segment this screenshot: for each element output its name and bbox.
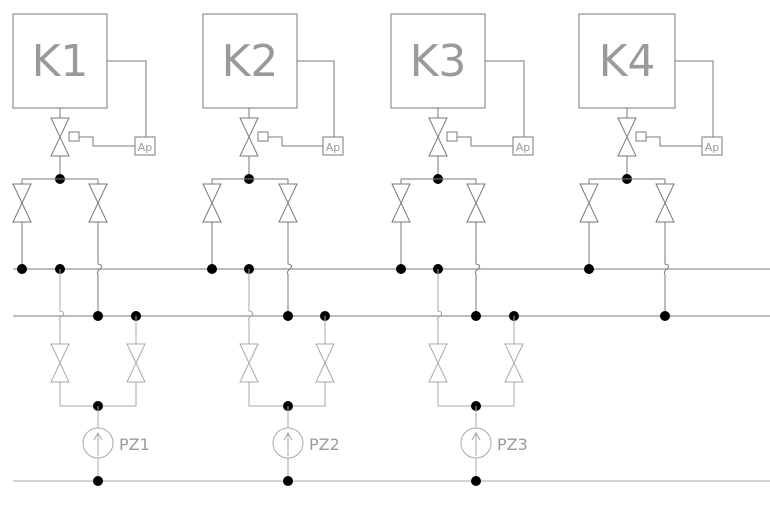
pump-arrow-icon — [283, 431, 293, 456]
crossover-pipe — [96, 222, 103, 316]
actuator-icon — [257, 131, 269, 142]
shutoff-valve-icon[interactable] — [391, 183, 411, 223]
shutoff-valve-icon[interactable] — [239, 343, 259, 383]
sensor-label: Ap — [326, 141, 341, 154]
tank-label: K1 — [32, 36, 89, 87]
control-valve-icon[interactable] — [428, 117, 448, 157]
junction-node — [471, 476, 481, 486]
pump-arrow-icon — [471, 431, 481, 456]
crossover-pipe — [436, 269, 443, 344]
junction-node — [660, 311, 670, 321]
shutoff-valve-icon[interactable] — [504, 343, 524, 383]
shutoff-valve-icon[interactable] — [126, 343, 146, 383]
pump-label: PZ3 — [497, 435, 528, 454]
control-valve-icon[interactable] — [617, 117, 637, 157]
shutoff-valve-icon[interactable] — [655, 183, 675, 223]
actuator-signal-line — [268, 136, 323, 147]
actuator-icon — [68, 131, 80, 142]
tank-label: K2 — [222, 36, 279, 87]
actuator-icon — [635, 131, 647, 142]
junction-node — [207, 264, 217, 274]
crossover-pipe — [663, 222, 670, 316]
shutoff-valve-icon[interactable] — [466, 183, 486, 223]
sensor-label: Ap — [138, 141, 153, 154]
shutoff-valve-icon[interactable] — [278, 183, 298, 223]
shutoff-valve-icon[interactable] — [202, 183, 222, 223]
junction-node — [93, 311, 103, 321]
junction-node — [396, 264, 406, 274]
control-valve-icon[interactable] — [50, 117, 70, 157]
sensor-label: Ap — [705, 141, 720, 154]
signal-line — [297, 60, 335, 137]
shutoff-valve-icon[interactable] — [315, 343, 335, 383]
signal-line — [675, 60, 714, 137]
pump-arrow-icon — [93, 431, 103, 456]
junction-node — [283, 476, 293, 486]
tank-label: K4 — [599, 36, 656, 87]
shutoff-valve-icon[interactable] — [88, 183, 108, 223]
sensor-label: Ap — [516, 141, 531, 154]
crossover-pipe — [474, 222, 481, 316]
junction-node — [93, 476, 103, 486]
shutoff-valve-icon[interactable] — [12, 183, 32, 223]
shutoff-valve-icon[interactable] — [428, 343, 448, 383]
crossover-pipe — [286, 222, 293, 316]
actuator-signal-line — [646, 136, 702, 147]
actuator-signal-line — [79, 136, 135, 147]
pump-label: PZ1 — [119, 435, 150, 454]
shutoff-valve-icon[interactable] — [579, 183, 599, 223]
control-valve-icon[interactable] — [239, 117, 259, 157]
pump-label: PZ2 — [309, 435, 340, 454]
tank-label: K3 — [410, 36, 467, 87]
shutoff-valve-icon[interactable] — [50, 343, 70, 383]
signal-line — [107, 60, 147, 137]
crossover-pipe — [58, 269, 65, 344]
junction-node — [584, 264, 594, 274]
junction-node — [17, 264, 27, 274]
actuator-signal-line — [457, 136, 513, 147]
junction-node — [471, 311, 481, 321]
actuator-icon — [446, 131, 458, 142]
junction-node — [283, 311, 293, 321]
crossover-pipe — [247, 269, 254, 344]
signal-line — [485, 60, 525, 137]
